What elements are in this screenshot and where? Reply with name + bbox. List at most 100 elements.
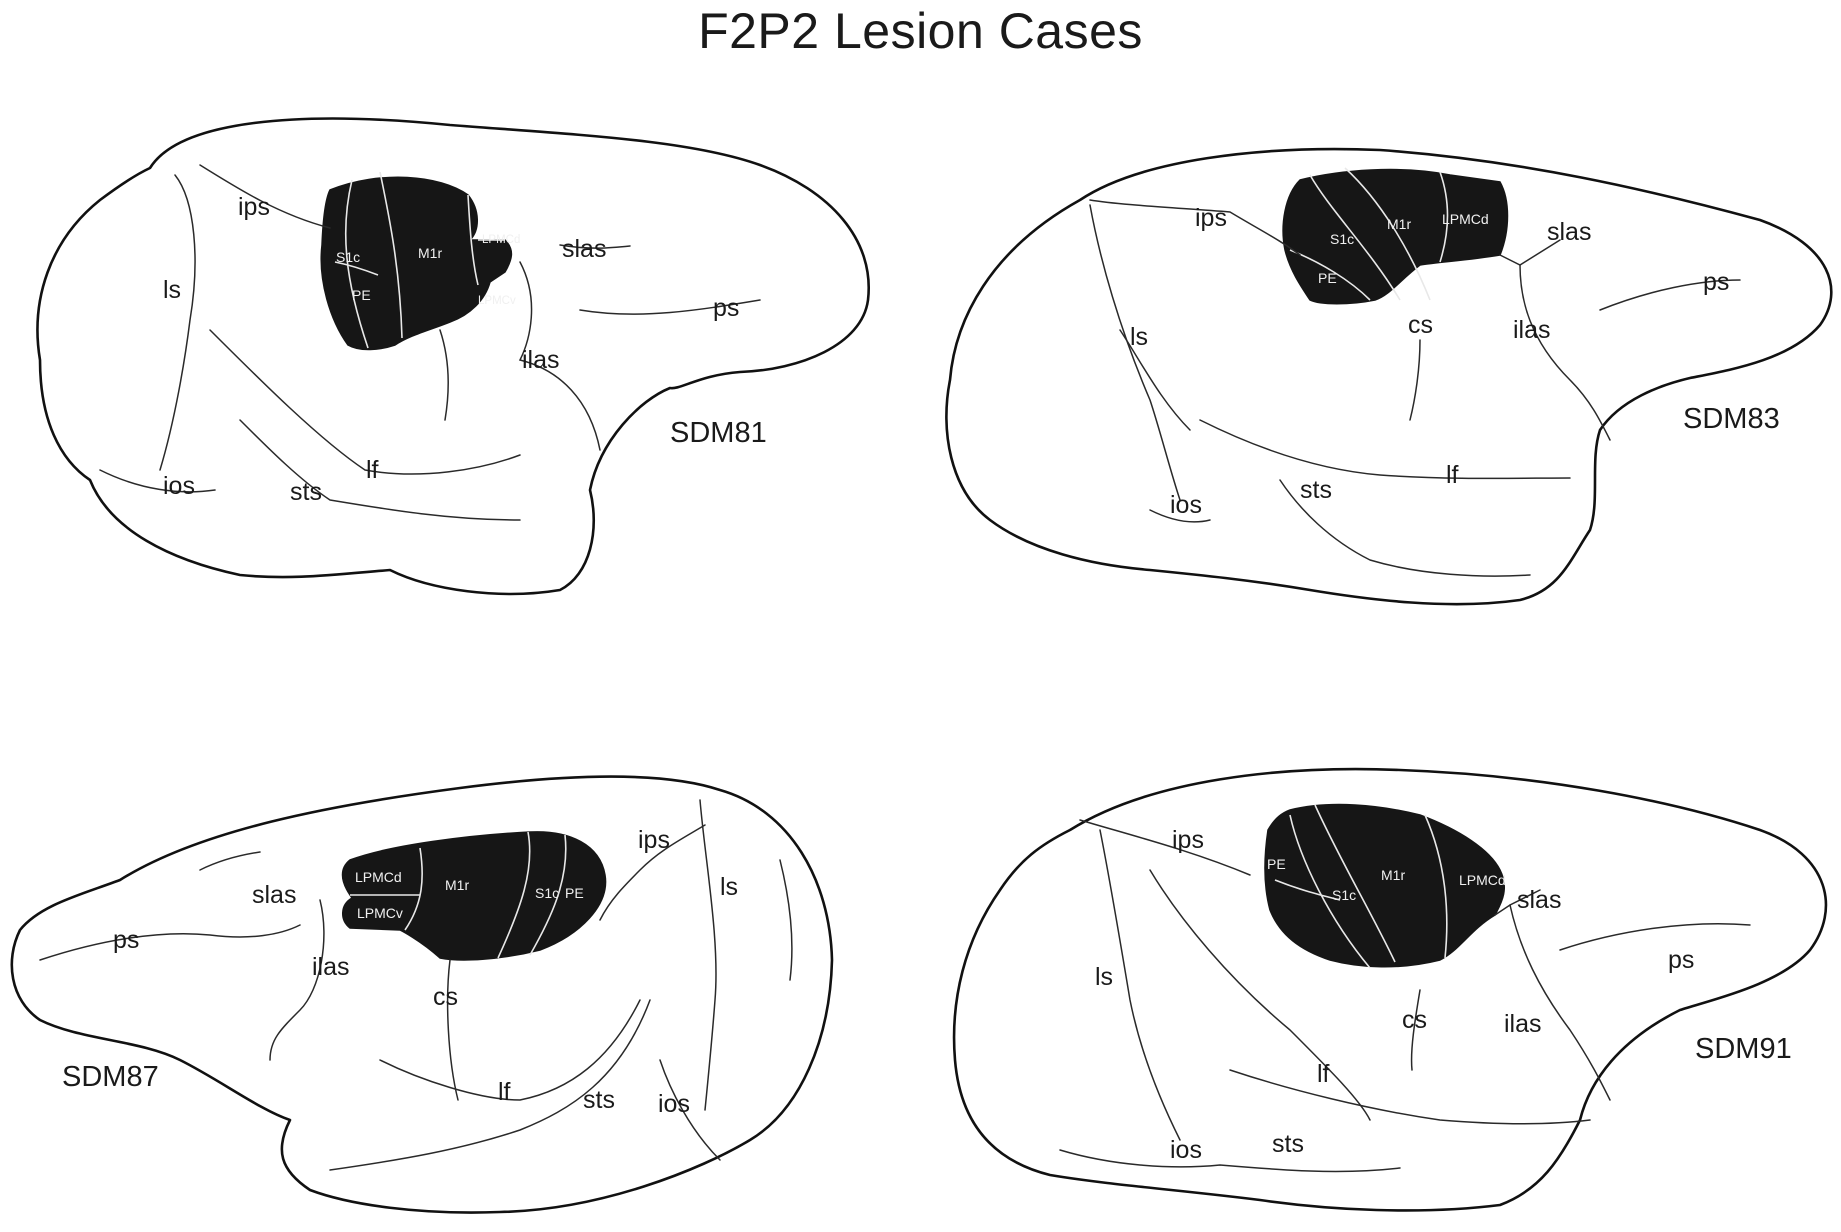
label-sdm83-cs: cs xyxy=(1408,311,1433,339)
area-border-sdm81-3 xyxy=(467,194,479,286)
sulcus-sdm83-5 xyxy=(1599,279,1741,311)
sulcus-sdm87-3 xyxy=(39,924,301,961)
label-sdm87-ilas: ilas xyxy=(312,953,350,981)
label-sdm87-cs: cs xyxy=(433,983,458,1011)
brain-outline-sdm83 xyxy=(945,147,1833,606)
area-sdm87-m1r: M1r xyxy=(445,877,469,893)
label-sdm87-slas: slas xyxy=(252,881,296,909)
label-sdm83-ps: ps xyxy=(1703,268,1729,296)
sulcus-sdm87-8 xyxy=(659,1059,721,1161)
area-sdm87-pe: PE xyxy=(565,885,584,901)
sulcus-sdm91-8 xyxy=(1410,989,1421,1071)
sulcus-sdm81-8 xyxy=(99,469,216,493)
sulcus-sdm87-9 xyxy=(199,851,261,871)
sulcus-sdm81-2 xyxy=(199,164,331,229)
sulcus-sdm81-9 xyxy=(439,329,450,421)
label-sdm91-cs: cs xyxy=(1402,1006,1427,1034)
sulcus-sdm83-6 xyxy=(1499,239,1561,266)
lesion-sdm87 xyxy=(341,831,607,961)
area-sdm81-s1c: S1c xyxy=(336,249,360,265)
sulcus-sdm83-2 xyxy=(1089,204,1181,501)
sulcus-sdm81-3 xyxy=(209,329,521,475)
label-sdm87-lf: lf xyxy=(498,1078,511,1106)
label-sdm91-ls: ls xyxy=(1095,963,1113,991)
brain-sdm87: ips slas ls ps ilas cs lf sts ios LPMCd … xyxy=(10,775,834,1214)
sulcus-sdm81-1 xyxy=(159,174,196,471)
area-border-sdm91-3 xyxy=(1424,814,1448,959)
brain-sdm83: ips slas ps ls cs ilas lf ios sts M1r LP… xyxy=(945,147,1833,606)
area-border-sdm91-4 xyxy=(1274,879,1341,901)
label-sdm83-lf: lf xyxy=(1446,461,1459,489)
sulcus-sdm83-9 xyxy=(1149,509,1211,523)
sulcus-sdm83-10 xyxy=(1409,339,1421,421)
label-sdm87-ios: ios xyxy=(658,1090,690,1118)
brain-outline-sdm81 xyxy=(36,117,871,596)
area-border-sdm83-2 xyxy=(1344,167,1431,301)
case-label-sdm83: SDM83 xyxy=(1683,403,1780,435)
label-sdm83-sts: sts xyxy=(1300,476,1332,504)
label-sdm81-ios: ios xyxy=(163,472,195,500)
area-border-sdm83-1 xyxy=(1309,174,1401,301)
brain-outline-sdm87 xyxy=(10,775,834,1214)
sulcus-sdm87-4 xyxy=(269,899,325,1061)
lesion-sdm91 xyxy=(1264,803,1505,968)
case-label-sdm81: SDM81 xyxy=(670,417,767,449)
area-sdm83-s1c: S1c xyxy=(1330,231,1354,247)
label-sdm87-ips: ips xyxy=(638,826,670,854)
sulcus-sdm83-4 xyxy=(1519,264,1611,441)
area-sdm81-m1r: M1r xyxy=(418,245,442,261)
label-sdm91-lf: lf xyxy=(1317,1060,1330,1088)
label-sdm87-ps: ps xyxy=(113,926,139,954)
label-sdm91-ps: ps xyxy=(1668,946,1694,974)
label-sdm81-ilas: ilas xyxy=(522,346,560,374)
sulcus-sdm83-8 xyxy=(1279,479,1531,577)
sulcus-sdm87-7 xyxy=(329,999,651,1171)
label-sdm81-lf: lf xyxy=(366,456,379,484)
label-sdm87-ls: ls xyxy=(720,873,738,901)
sulcus-sdm91-5 xyxy=(1559,923,1751,951)
area-sdm87-lpmcv: LPMCv xyxy=(357,905,403,921)
sulcus-sdm91-9 xyxy=(1494,889,1541,916)
label-sdm81-ls: ls xyxy=(163,276,181,304)
sulcus-sdm91-7 xyxy=(1059,1149,1401,1173)
brain-sdm81: ips ls slas ps ilas lf ios sts S1c M1r L… xyxy=(36,117,871,596)
label-sdm91-ilas: ilas xyxy=(1504,1010,1542,1038)
area-sdm91-lpmcd: LPMCd xyxy=(1459,872,1506,888)
sulcus-sdm87-1 xyxy=(699,799,717,1111)
label-sdm83-ips: ips xyxy=(1195,204,1227,232)
area-sdm83-m1r: M1r xyxy=(1387,216,1411,232)
sulcus-sdm81-5 xyxy=(518,261,601,451)
sulcus-sdm83-3 xyxy=(1119,329,1191,431)
area-sdm91-pe: PE xyxy=(1267,856,1286,872)
area-sdm91-m1r: M1r xyxy=(1381,867,1405,883)
area-sdm81-lpmcd: LPMCd xyxy=(482,234,520,246)
area-sdm81-pe: PE xyxy=(352,287,371,303)
sulcus-sdm83-1 xyxy=(1089,199,1301,256)
area-sdm91-s1c: S1c xyxy=(1332,887,1356,903)
label-sdm81-sts: sts xyxy=(290,478,322,506)
sulcus-sdm91-6 xyxy=(1229,1069,1591,1125)
label-sdm91-slas: slas xyxy=(1517,886,1561,914)
sulcus-sdm87-10 xyxy=(779,859,793,981)
sulcus-sdm83-7 xyxy=(1199,419,1571,480)
sulcus-sdm91-4 xyxy=(1509,904,1611,1101)
label-sdm83-slas: slas xyxy=(1547,218,1591,246)
area-border-sdm81-2 xyxy=(379,171,403,339)
area-sdm83-pe: PE xyxy=(1318,270,1337,286)
area-border-sdm91-2 xyxy=(1314,804,1396,963)
area-border-sdm81-4 xyxy=(334,261,379,276)
label-sdm83-ilas: ilas xyxy=(1513,316,1551,344)
label-sdm87-sts: sts xyxy=(583,1086,615,1114)
sulcus-sdm91-3 xyxy=(1149,869,1371,1121)
area-sdm83-lpmcd: LPMCd xyxy=(1442,211,1489,227)
brain-outline-sdm91 xyxy=(952,767,1828,1212)
figure-title: F2P2 Lesion Cases xyxy=(698,3,1143,59)
label-sdm81-ps: ps xyxy=(713,294,739,322)
sulcus-sdm87-6 xyxy=(379,999,641,1101)
brain-sdm91: ips slas ls ps cs ilas lf ios sts PE M1r… xyxy=(952,767,1828,1212)
area-sdm87-lpmcd: LPMCd xyxy=(355,869,402,885)
area-border-sdm87-1 xyxy=(404,847,423,931)
sulcus-sdm87-5 xyxy=(446,959,459,1101)
area-sdm81-lpmcv: LPMCv xyxy=(478,295,516,307)
